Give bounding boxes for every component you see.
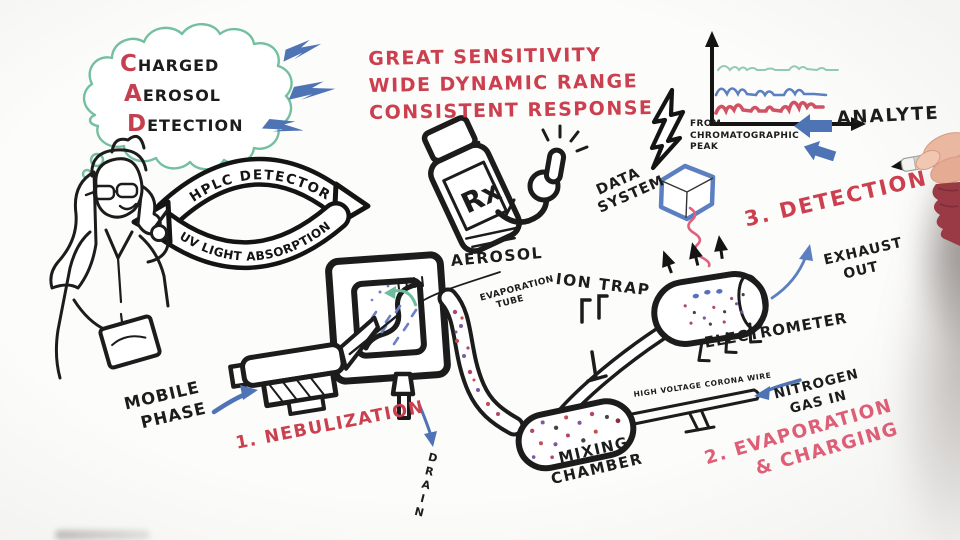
cad-line-2: AEROSOL	[124, 80, 243, 110]
cycle-banner	[131, 156, 371, 271]
scientist-illustration	[49, 134, 170, 380]
from-peak-line-3: PEAK	[690, 142, 719, 152]
cad-rest-1: HARGED	[137, 56, 220, 75]
analyte-arrows	[794, 114, 837, 162]
evaporation-tube-droplets	[452, 309, 500, 416]
signal-squiggle	[687, 206, 711, 268]
nebulizer-inlet	[228, 315, 398, 417]
pill-bottle-illustration: Rx	[421, 115, 589, 254]
cad-initial-c: C	[120, 51, 138, 77]
mixing-chamber-drawing	[515, 398, 637, 472]
eraser-smudge	[55, 530, 150, 540]
cad-line-1: CHARGED	[120, 50, 243, 80]
charge-arrows	[662, 235, 729, 274]
cad-rest-3: ETECTION	[147, 116, 244, 135]
aerosol-pointer-line	[423, 271, 501, 301]
electrometer-legs	[697, 322, 763, 363]
trace-middle	[714, 87, 828, 98]
cad-title: CHARGED AEROSOL DETECTION	[120, 50, 243, 140]
trace-bottom	[714, 100, 825, 116]
lightning-icons-blue	[261, 39, 336, 132]
cad-initial-d: D	[127, 111, 148, 137]
benefits-list: GREAT SENSITIVITY WIDE DYNAMIC RANGE CON…	[368, 41, 654, 127]
cad-rest-2: EROSOL	[142, 86, 221, 105]
evaporation-tube-drawing	[437, 287, 525, 437]
mobile-phase-arrow	[211, 385, 258, 415]
drain-arrow	[417, 402, 437, 447]
aerosol-swirl-arrow	[384, 286, 418, 307]
cad-initial-a: A	[124, 81, 143, 107]
nitrogen-arrow	[754, 378, 802, 400]
sparkle-lines	[541, 124, 589, 153]
benefit-response: CONSISTENT RESPONSE	[368, 97, 654, 124]
electrometer-drawing	[651, 271, 769, 363]
lightning-icon-black	[649, 87, 686, 171]
data-system-cube-icon	[658, 163, 716, 222]
from-peak-label: FROM CHROMATOGRAPHIC PEAK	[690, 119, 799, 154]
exhaust-arrow	[770, 244, 813, 300]
drain-fitting	[390, 371, 416, 420]
cad-line-3: DETECTION	[127, 110, 243, 140]
from-peak-line-2: CHROMATOGRAPHIC	[690, 130, 800, 141]
mixing-chamber-droplets	[529, 411, 621, 460]
from-peak-line-1: FROM	[690, 119, 722, 129]
ion-trap-drawing	[580, 294, 609, 383]
trace-top	[717, 65, 839, 72]
droplet-dashes	[370, 284, 418, 346]
